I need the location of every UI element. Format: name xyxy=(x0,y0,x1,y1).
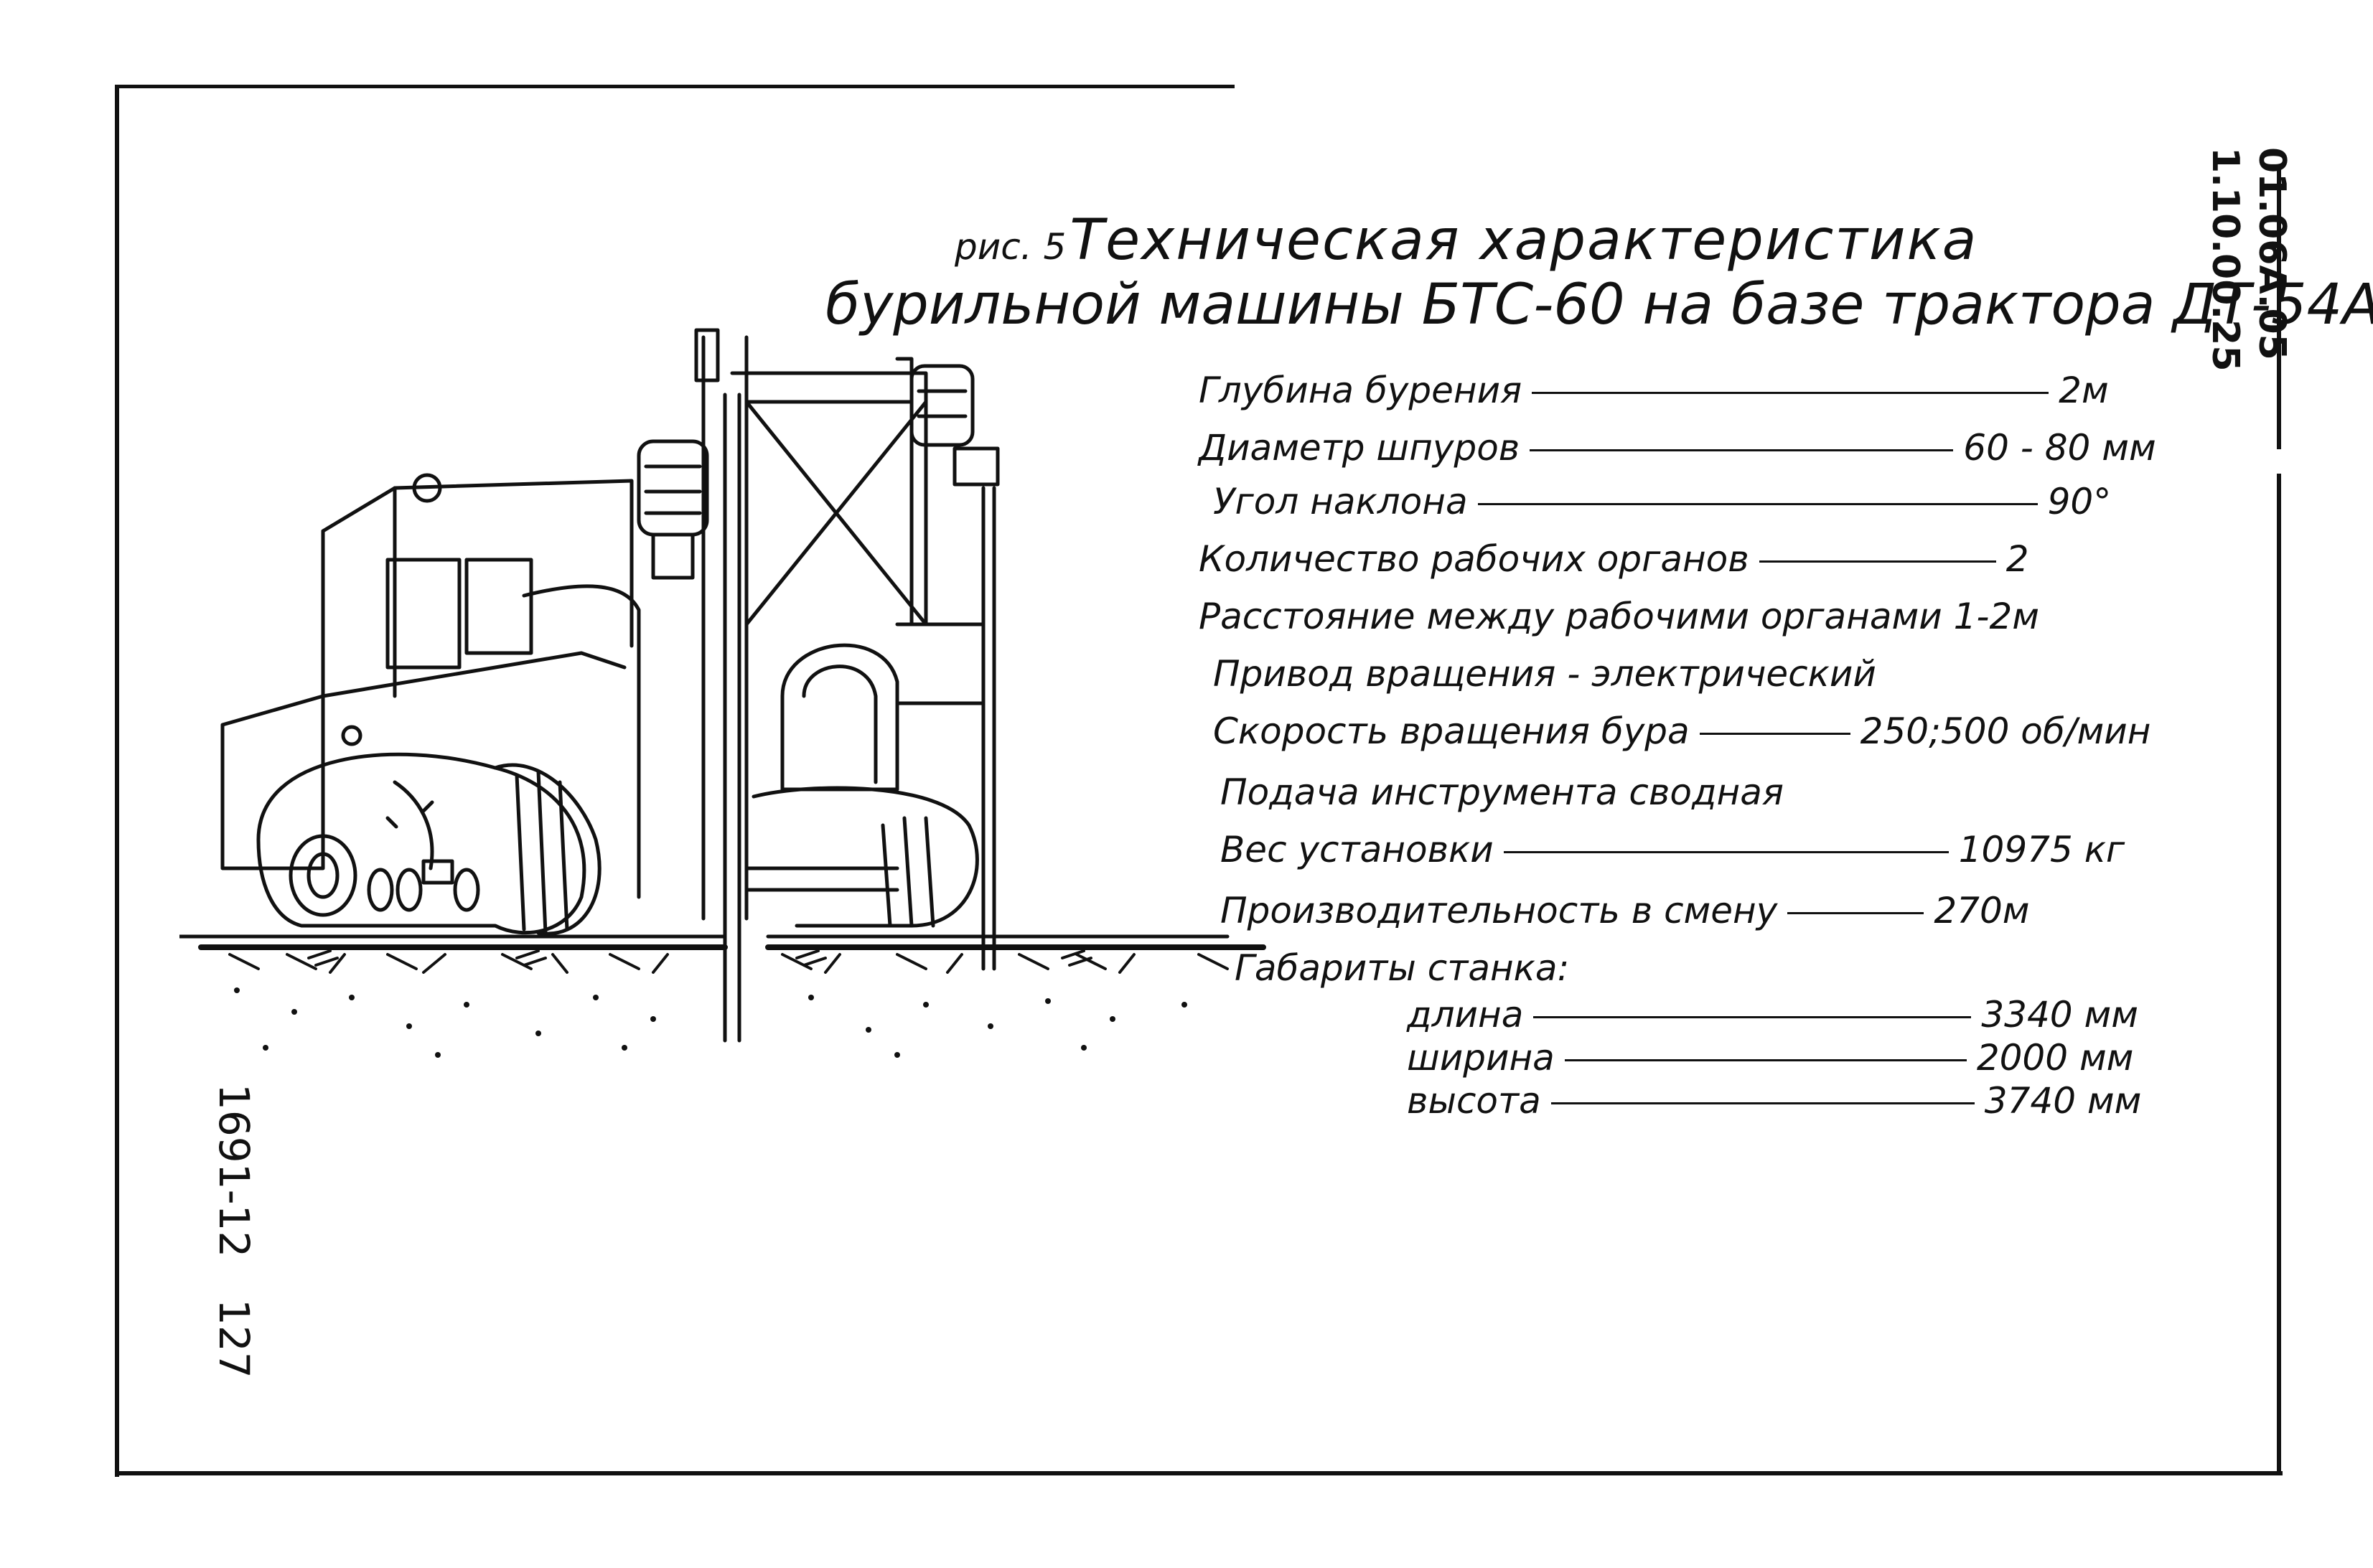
spec-row: Расстояние между рабочими органами 1-2м xyxy=(1199,596,2039,637)
spec-label: длина xyxy=(1407,994,1524,1036)
frame-left-border xyxy=(115,85,119,1477)
spec-label: Скорость вращения бура xyxy=(1213,710,1690,752)
page-number: 127 xyxy=(210,1299,258,1379)
leader-line xyxy=(1759,560,1996,563)
spec-row: ширина 2000 мм xyxy=(1407,1037,2133,1079)
spec-label: высота xyxy=(1407,1080,1541,1122)
leader-line xyxy=(1530,449,1954,451)
document-code-2: 1.10.00.25 xyxy=(2204,147,2247,372)
spec-row: Скорость вращения бура 250;500 об/мин xyxy=(1213,710,2150,752)
spec-row: Количество рабочих органов 2 xyxy=(1199,538,2029,580)
soil-dots xyxy=(234,987,1187,1058)
document-code-1: 01.06А.05 xyxy=(2250,147,2293,360)
figure-title-line2: бурильной машины БТС-60 на базе трактора… xyxy=(825,273,2373,337)
ground-line xyxy=(179,934,1266,950)
spec-value: 270м xyxy=(1934,890,2030,931)
spec-label: Привод вращения - электрический xyxy=(1213,653,1876,695)
spec-row: Габариты станка: xyxy=(1235,947,1569,989)
frame-bottom-border xyxy=(115,1471,2283,1475)
spec-row: Диаметр шпуров 60 - 80 мм xyxy=(1199,427,2156,469)
leader-line xyxy=(1477,503,2038,505)
frame-right-border xyxy=(2277,474,2281,1475)
spec-row: Привод вращения - электрический xyxy=(1213,653,1876,695)
rear-track-arch xyxy=(744,622,986,928)
spec-label: Подача инструмента сводная xyxy=(1220,771,1784,813)
spec-row: Производительность в смену 270м xyxy=(1220,890,2029,931)
leader-line xyxy=(1533,1016,1972,1018)
archive-number: 1691-12 xyxy=(210,1084,258,1258)
tractor-track xyxy=(256,752,602,936)
spec-row: Глубина бурения 2м xyxy=(1199,370,2109,411)
spec-label: Габариты станка: xyxy=(1235,947,1570,989)
leader-line xyxy=(1532,392,2049,394)
frame-right-border-upper xyxy=(2277,169,2281,449)
spec-label: Диаметр шпуров xyxy=(1199,427,1520,469)
spec-value: 2м xyxy=(2059,370,2109,411)
spec-label: Расстояние между рабочими органами 1-2м xyxy=(1199,596,2039,637)
spec-value: 90° xyxy=(2047,481,2112,522)
spec-value: 60 - 80 мм xyxy=(1963,427,2156,469)
leader-line xyxy=(1699,733,1850,735)
frame-top-border xyxy=(115,85,1235,88)
spec-value: 3340 мм xyxy=(1981,994,2138,1036)
spec-value: 10975 кг xyxy=(1958,829,2125,870)
tractor-body xyxy=(220,473,641,899)
spec-label: Угол наклона xyxy=(1213,481,1468,522)
drilling-machine-drawing xyxy=(179,328,1266,1058)
spec-value: 3740 мм xyxy=(1984,1080,2142,1122)
drill-motor xyxy=(637,364,1000,580)
drill-rod xyxy=(723,393,996,1043)
spec-value: 250;500 об/мин xyxy=(1860,710,2151,752)
spec-label: Производительность в смену xyxy=(1220,890,1778,931)
spec-label: Количество рабочих органов xyxy=(1199,538,1749,580)
ground-hatching xyxy=(228,949,1229,974)
leader-line xyxy=(1787,912,1924,914)
leader-line xyxy=(1550,1102,1975,1104)
spec-row: Угол наклона 90° xyxy=(1213,481,2111,522)
figure-prefix: рис. 5 xyxy=(955,226,1067,268)
spec-value: 2 xyxy=(2005,538,2029,580)
spec-value: 2000 мм xyxy=(1976,1037,2134,1079)
spec-row: Вес установки 10975 кг xyxy=(1220,829,2125,870)
spec-label: ширина xyxy=(1407,1037,1555,1079)
mast-frame xyxy=(694,328,928,921)
spec-row: Подача инструмента сводная xyxy=(1220,771,1784,813)
spec-label: Вес установки xyxy=(1220,829,1494,870)
leader-line xyxy=(1564,1059,1967,1061)
spec-label: Глубина бурения xyxy=(1199,370,1522,411)
figure-title-line1: рис. 5 Техническая характеристика xyxy=(955,208,1978,273)
spec-row: длина 3340 мм xyxy=(1407,994,2138,1036)
leader-line xyxy=(1503,851,1949,853)
spec-row: высота 3740 мм xyxy=(1407,1080,2141,1122)
figure-title-main: Техническая характеристика xyxy=(1070,208,1978,273)
